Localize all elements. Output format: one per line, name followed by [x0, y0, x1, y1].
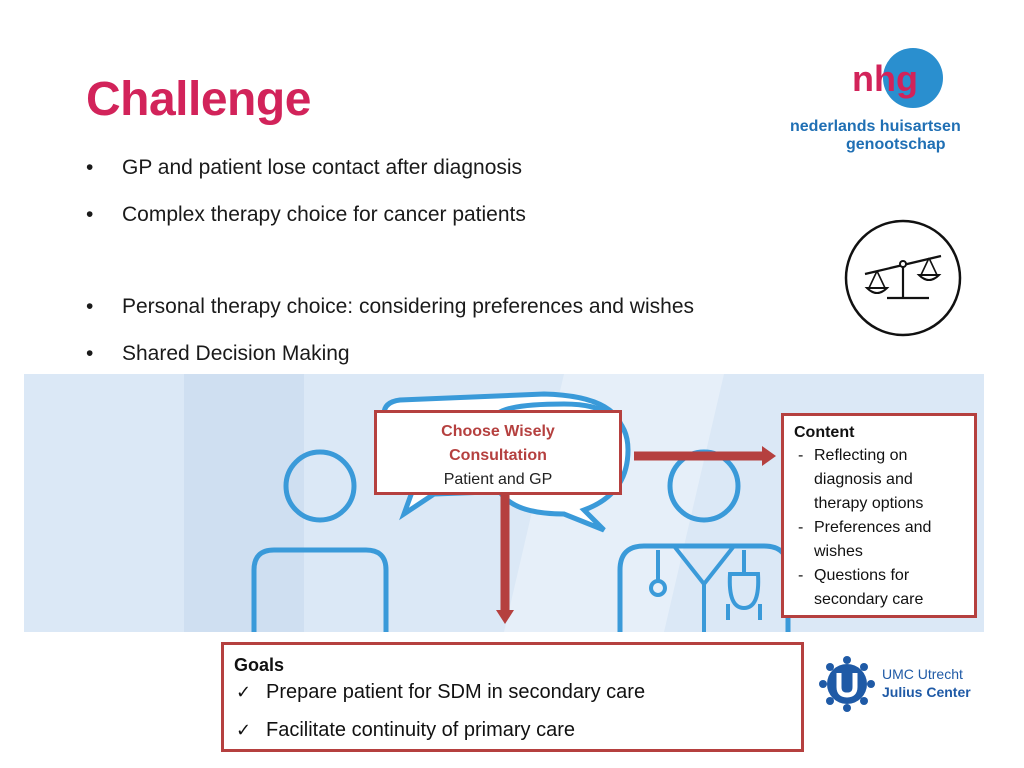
- content-item-text: Preferences and wishes: [814, 519, 932, 560]
- nhg-logo-mark: nhg: [852, 48, 943, 108]
- umc-logo-mark: [819, 656, 875, 712]
- goals-heading: Goals: [234, 655, 285, 675]
- goal-item: ✓ Facilitate continuity of primary care: [234, 715, 791, 745]
- umc-logo-line2: Julius Center: [882, 684, 971, 700]
- checkmark-icon: ✓: [236, 720, 252, 740]
- umc-logo-line1: UMC Utrecht: [882, 666, 963, 682]
- nhg-logo-line2: genootschap: [846, 136, 946, 153]
- bullet-marker: •: [86, 295, 94, 318]
- stethoscope-icon: [649, 579, 667, 597]
- content-item: - Preferences and wishes: [798, 519, 932, 560]
- content-heading: Content: [794, 424, 855, 441]
- bullet-marker: •: [86, 342, 94, 365]
- bullet-text: Personal therapy choice: considering pre…: [122, 295, 694, 318]
- nhg-logo-line1: nederlands huisartsen: [790, 118, 961, 135]
- bullet-text: Shared Decision Making: [122, 342, 350, 365]
- nhg-logo-letters: nhg: [852, 58, 918, 99]
- bullet-marker: •: [86, 156, 94, 179]
- scales-icon: [844, 219, 962, 337]
- bullet-text: Complex therapy choice for cancer patien…: [122, 203, 526, 226]
- checkmark-icon: ✓: [236, 682, 252, 702]
- goal-item: ✓ Prepare patient for SDM in secondary c…: [234, 677, 791, 707]
- content-item-text: Questions for secondary care: [814, 567, 924, 608]
- consultation-title-line1: Choose Wisely: [441, 423, 555, 440]
- slide-title: Challenge: [86, 73, 311, 126]
- bullet-marker: •: [86, 203, 94, 226]
- nhg-logo-circle: [883, 48, 943, 108]
- content-item: - Questions for secondary care: [798, 567, 924, 608]
- content-item-text: Reflecting on diagnosis and therapy opti…: [814, 447, 924, 512]
- bullet-text: GP and patient lose contact after diagno…: [122, 156, 523, 179]
- consultation-title-line2: Consultation: [449, 447, 547, 464]
- goal-item-text: Prepare patient for SDM in secondary car…: [266, 681, 646, 703]
- patient-head: [283, 449, 357, 523]
- goal-item-text: Facilitate continuity of primary care: [266, 719, 576, 741]
- content-box: Content - Reflecting on diagnosis and th…: [781, 413, 977, 618]
- goals-box: Goals ✓ Prepare patient for SDM in secon…: [221, 642, 804, 752]
- patient-body: [251, 547, 389, 632]
- consultation-subtitle: Patient and GP: [443, 471, 553, 488]
- consultation-box: Choose Wisely Consultation Patient and G…: [374, 410, 622, 495]
- content-item: - Reflecting on diagnosis and therapy op…: [798, 447, 924, 512]
